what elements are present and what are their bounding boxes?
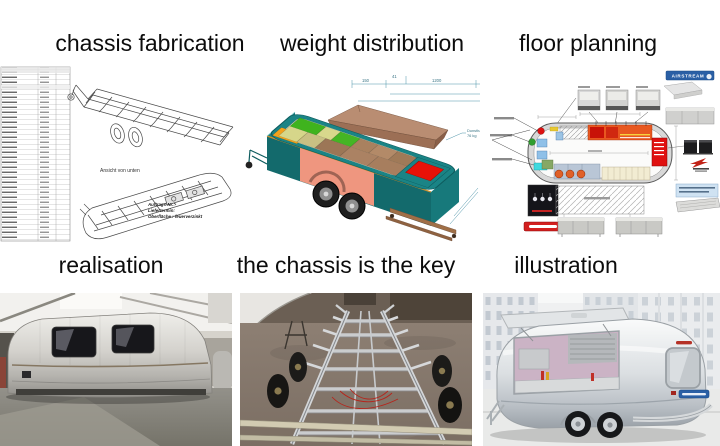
hitch-illustration — [486, 400, 505, 425]
bottom-counters — [557, 217, 663, 237]
realisation-photo — [0, 293, 232, 446]
svg-text:76 kg: 76 kg — [467, 133, 477, 138]
title-floor-planning: floor planning — [518, 30, 658, 56]
appliance-thumbnails — [555, 86, 661, 126]
counter-right-thumbnail — [665, 107, 715, 125]
hood-thumbnail — [663, 81, 703, 100]
trailer-illustration — [486, 307, 713, 438]
chassis-photo — [240, 293, 472, 446]
adjacent-trailer-edge — [240, 293, 312, 328]
airstream-logo: AIRSTREAM — [665, 70, 715, 81]
title-illustration: illustration — [514, 252, 618, 278]
chassis-drawing-image: Ansicht von unten Auftrags-Nr.: Lieferte… — [0, 66, 234, 242]
surface-label: Oberfläche : feuerverzinkt — [148, 214, 203, 219]
tires — [267, 352, 462, 423]
weight-distribution-image: 150 41 1200 Dunsthaube 76 kg — [245, 74, 480, 242]
rear-leader-lines — [449, 187, 479, 225]
serving-window — [513, 323, 620, 395]
trailer-shell-photo — [7, 312, 213, 398]
marker-light — [676, 341, 692, 345]
trailer-wheels — [308, 170, 366, 220]
floor-beams — [240, 419, 472, 446]
bottom-view-drawing — [79, 172, 232, 240]
iso-wheels — [110, 123, 143, 148]
trailer-shadow — [490, 427, 706, 443]
title-chassis-fabrication: chassis fabrication — [55, 30, 245, 56]
machine-brand-mark — [690, 158, 709, 172]
order-number-label: Auftrags-Nr.: — [147, 202, 175, 207]
title-weight-distribution: weight distribution — [279, 30, 465, 56]
cargo-blocks — [270, 114, 456, 190]
view-label: Ansicht von unten — [100, 168, 140, 174]
red-unit — [651, 137, 668, 167]
info-box — [675, 183, 719, 198]
work-stand — [284, 320, 308, 350]
tray-thumbnail — [675, 197, 720, 213]
hot-zone — [587, 121, 653, 141]
wiring — [331, 388, 399, 409]
floor-plan-fixtures — [528, 121, 668, 181]
coffee-machines — [683, 140, 713, 155]
title-realisation: realisation — [58, 252, 164, 278]
dim-150-label: 150 — [362, 78, 370, 83]
svg-text:Dunsthaube: Dunsthaube — [467, 128, 480, 133]
nameplate — [671, 389, 710, 399]
roof-hood — [327, 104, 449, 150]
parts-table — [0, 66, 71, 242]
tow-hitch — [245, 149, 268, 169]
rear-deck — [385, 207, 457, 242]
lamp-product-image — [527, 184, 559, 217]
title-chassis-key: the chassis is the key — [236, 252, 456, 278]
illustration-image — [483, 293, 720, 446]
dim-1200-label: 1200 — [432, 78, 442, 83]
illustration-wheels — [560, 411, 623, 438]
callout-dunsthaube: Dunsthaube 76 kg — [445, 128, 480, 141]
svg-text:AIRSTREAM: AIRSTREAM — [672, 74, 705, 79]
serving-hatch-area — [555, 185, 645, 217]
delivery-label: Liefertermin: — [148, 208, 175, 213]
plan-annotations — [490, 112, 685, 181]
floor-plan-image: AIRSTREAM — [490, 70, 720, 237]
dim-41-label: 41 — [392, 74, 397, 79]
dimension-lines — [351, 76, 480, 102]
iso-chassis-drawing — [67, 84, 234, 148]
